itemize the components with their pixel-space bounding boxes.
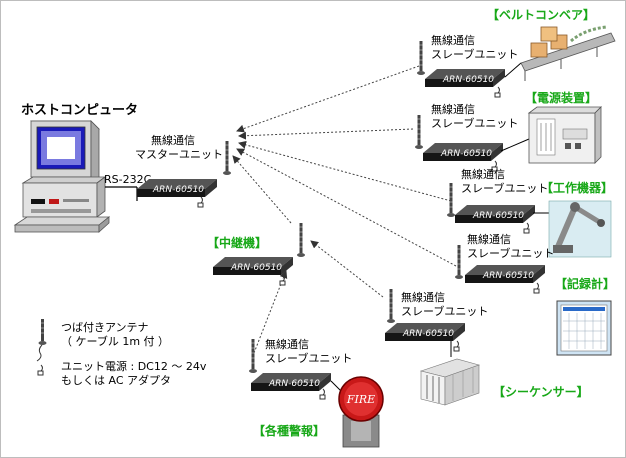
slave-label-line1: 無線通信	[467, 232, 511, 246]
slave-label-line2: スレーブユニット	[467, 246, 554, 260]
master-label-line1: 無線通信	[151, 133, 195, 147]
slave-unit-machine-tool: 無線通信 スレーブユニット ARN-60510 【工作機器】	[446, 167, 613, 258]
legend-antenna-line2: （ ケーブル 1m 付 ）	[61, 334, 169, 348]
legend-antenna-icon	[36, 319, 47, 362]
host-title: ホストコンピュータ	[21, 103, 138, 118]
slave-unit-belt-conveyor: 無線通信 スレーブユニット ARN-60510 【ベルトコンベア】	[416, 7, 616, 98]
repeater-model: ARN-60510	[230, 263, 282, 273]
slave-label-line2: スレーブユニット	[461, 181, 548, 195]
legend-antenna-line1: つば付きアンテナ	[61, 321, 149, 334]
master-label-line2: マスターユニット	[135, 148, 223, 161]
slave-model: ARN-60510	[442, 75, 494, 85]
rs232c-label: RS-232C	[104, 173, 152, 186]
slave-label-line1: 無線通信	[431, 33, 475, 47]
link-power	[238, 128, 414, 140]
sequencer-icon	[419, 358, 481, 406]
slave-label-line1: 無線通信	[401, 290, 445, 304]
slave-label-line2: スレーブユニット	[265, 351, 352, 365]
target-label-power: 【電源装置】	[525, 90, 597, 105]
slave-unit-power-supply: 無線通信 スレーブユニット ARN-60510 【電源装置】	[414, 90, 602, 172]
repeater-unit: 【中継機】 ARN-60510	[207, 222, 306, 286]
slave-unit-sequencer: 無線通信 スレーブユニット ARN-60510 【シーケンサー】	[385, 288, 589, 406]
slave-unit-alarm: 無線通信 スレーブユニット ARN-60510 【各種警報】 FIRE	[248, 337, 384, 448]
link-recorder	[236, 148, 457, 267]
target-label-sequencer: 【シーケンサー】	[493, 384, 589, 399]
recorder-icon	[556, 300, 612, 356]
link-sequencer	[310, 240, 384, 298]
legend-power-plug-icon	[37, 364, 44, 376]
master-unit: 無線通信 マスターユニット ARN-60510	[135, 133, 232, 208]
keyboard-icon	[13, 216, 111, 226]
target-label-alarm: 【各種警報】	[253, 423, 325, 438]
fire-sign-text: FIRE	[346, 393, 375, 406]
target-label-belt: 【ベルトコンベア】	[487, 7, 595, 22]
slave-label-line1: 無線通信	[461, 167, 505, 181]
belt-conveyor-icon	[520, 25, 616, 81]
slave-model: ARN-60510	[402, 329, 454, 339]
slave-model: ARN-60510	[268, 379, 320, 389]
slave-label-line2: スレーブユニット	[431, 47, 518, 61]
slave-model: ARN-60510	[472, 211, 524, 221]
slave-model: ARN-60510	[440, 149, 492, 159]
slave-label-line1: 無線通信	[265, 337, 309, 351]
slave-label-line1: 無線通信	[431, 102, 475, 116]
slave-model: ARN-60510	[482, 271, 534, 281]
legend: つば付きアンテナ （ ケーブル 1m 付 ） ユニット電源 : DC12 ～ 2…	[36, 319, 207, 387]
slave-label-line2: スレーブユニット	[401, 304, 488, 318]
slave-label-line2: スレーブユニット	[431, 116, 518, 130]
legend-power-line2: もしくは AC アダプタ	[61, 373, 171, 387]
legend-power-line1: ユニット電源 : DC12 ～ 24v	[61, 359, 207, 373]
fire-alarm-icon: FIRE	[338, 376, 384, 448]
target-label-machine: 【工作機器】	[541, 180, 613, 195]
link-machine	[238, 140, 452, 202]
host-computer: ホストコンピュータ	[13, 103, 138, 233]
machine-tool-icon	[548, 200, 612, 258]
target-label-recorder: 【記録計】	[555, 276, 615, 291]
master-model: ARN-60510	[152, 185, 204, 195]
link-repeater	[232, 155, 292, 224]
repeater-label: 【中継機】	[207, 235, 267, 250]
power-supply-icon	[527, 106, 602, 164]
slave-unit-recorder: 無線通信 スレーブユニット ARN-60510 【記録計】	[454, 232, 615, 356]
radio-links	[232, 65, 457, 354]
link-belt	[236, 65, 420, 133]
